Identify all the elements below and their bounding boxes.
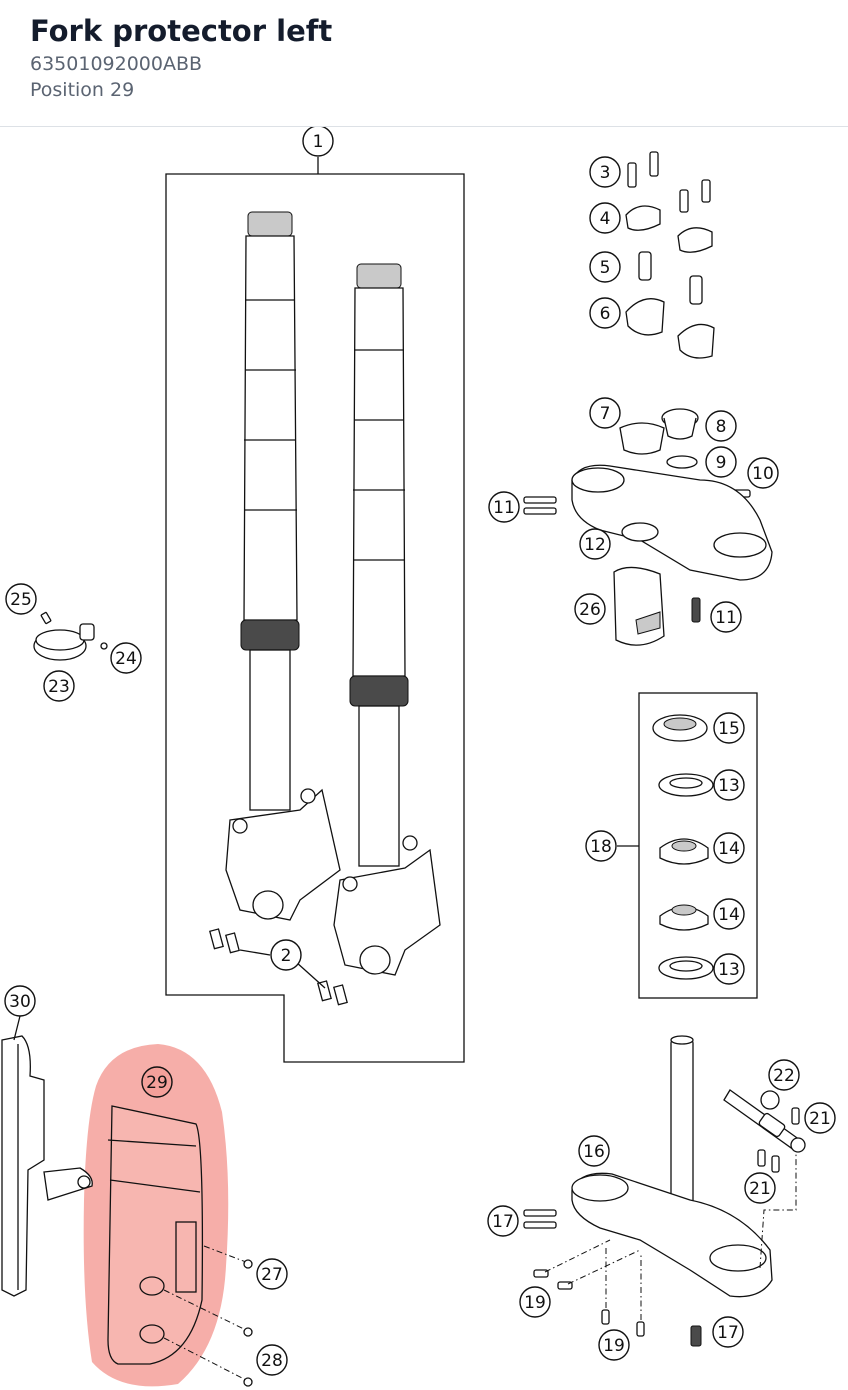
callout-label: 17: [492, 1212, 514, 1232]
callout-label: 8: [716, 417, 727, 437]
fork-guard-bracket: [1, 1035, 93, 1297]
axle-clamp-bolts: [209, 928, 348, 1006]
fork-leg-right: [333, 263, 441, 976]
callout-25[interactable]: 25: [5, 583, 37, 615]
callout-24[interactable]: 24: [110, 642, 142, 674]
callout-2[interactable]: 2: [270, 939, 302, 971]
callout-label: 26: [579, 600, 601, 620]
callout-label: 4: [600, 209, 611, 229]
callout-27[interactable]: 27: [256, 1258, 288, 1290]
lower-triple-clamp: [523, 1035, 773, 1347]
callout-1[interactable]: 1: [302, 127, 334, 157]
exploded-parts-diagram: 1 2 3 4 5 6 7 8 9 10 11 11 12 13 13 14 1…: [1, 127, 836, 1387]
callout-15[interactable]: 15: [713, 712, 745, 744]
callout-label: 30: [9, 992, 31, 1012]
callout-label: 19: [524, 1293, 546, 1313]
callout-13[interactable]: 13: [713, 953, 745, 985]
callout-label: 21: [809, 1109, 831, 1129]
callout-19[interactable]: 19: [598, 1329, 630, 1361]
fork-protector-left[interactable]: [83, 1044, 229, 1387]
callout-13[interactable]: 13: [713, 769, 745, 801]
callout-label: 11: [715, 608, 737, 628]
callout-17[interactable]: 17: [712, 1316, 744, 1348]
callout-label: 5: [600, 258, 611, 278]
handlebar-clamp-parts: [625, 151, 715, 359]
callout-30[interactable]: 30: [4, 985, 36, 1017]
page-header: Fork protector left 63501092000ABB Posit…: [0, 0, 848, 127]
callout-19[interactable]: 19: [519, 1286, 551, 1318]
callout-21[interactable]: 21: [744, 1172, 776, 1204]
steering-damper: [723, 1089, 806, 1173]
callout-label: 7: [600, 404, 611, 424]
part-number: 63501092000ABB: [30, 53, 203, 75]
upper-triple-clamp: [523, 408, 773, 646]
fork-assembly-frame: [165, 173, 465, 1063]
callout-12[interactable]: 12: [579, 528, 611, 560]
callout-label: 2: [281, 946, 292, 966]
callout-label: 19: [603, 1336, 625, 1356]
callout-17[interactable]: 17: [487, 1205, 519, 1237]
callout-7[interactable]: 7: [589, 397, 621, 429]
callout-label: 17: [717, 1323, 739, 1343]
callout-label: 14: [718, 905, 740, 925]
callout-10[interactable]: 10: [747, 457, 779, 489]
callout-22[interactable]: 22: [768, 1059, 800, 1091]
position-label: Position 29: [30, 79, 135, 101]
callout-label: 14: [718, 839, 740, 859]
callout-label: 28: [261, 1351, 283, 1371]
callout-label: 1: [313, 132, 324, 152]
callout-11[interactable]: 11: [488, 491, 520, 523]
callout-11[interactable]: 11: [710, 601, 742, 633]
callout-21[interactable]: 21: [804, 1102, 836, 1134]
callout-label: 9: [716, 453, 727, 473]
callout-label: 13: [718, 776, 740, 796]
callout-28[interactable]: 28: [256, 1344, 288, 1376]
callout-label: 18: [590, 837, 612, 857]
callout-label: 21: [749, 1179, 771, 1199]
callout-label: 24: [115, 649, 137, 669]
callout-16[interactable]: 16: [578, 1135, 610, 1167]
callout-14[interactable]: 14: [713, 832, 745, 864]
callout-label: 27: [261, 1265, 283, 1285]
callout-label: 10: [752, 464, 774, 484]
callout-23[interactable]: 23: [43, 670, 75, 702]
callout-label: 15: [718, 719, 740, 739]
callout-label: 6: [600, 304, 611, 324]
callout-6[interactable]: 6: [589, 297, 621, 329]
callout-label: 16: [583, 1142, 605, 1162]
callout-4[interactable]: 4: [589, 202, 621, 234]
callout-8[interactable]: 8: [705, 410, 737, 442]
hose-clamp: [33, 611, 108, 661]
callout-29[interactable]: 29: [141, 1066, 173, 1098]
callout-label: 3: [600, 163, 611, 183]
steering-bearings: [652, 714, 714, 980]
callout-3[interactable]: 3: [589, 156, 621, 188]
callout-18[interactable]: 18: [585, 830, 617, 862]
callout-label: 22: [773, 1066, 795, 1086]
callout-9[interactable]: 9: [705, 446, 737, 478]
callout-label: 23: [48, 677, 70, 697]
page-title: Fork protector left: [30, 14, 333, 48]
fork-leg-left: [225, 211, 341, 921]
callout-label: 13: [718, 960, 740, 980]
callout-5[interactable]: 5: [589, 251, 621, 283]
callout-label: 25: [10, 590, 32, 610]
callout-label: 11: [493, 498, 515, 518]
callout-14[interactable]: 14: [713, 898, 745, 930]
callout-label: 12: [584, 535, 606, 555]
callout-label: 29: [146, 1073, 168, 1093]
callout-26[interactable]: 26: [574, 593, 606, 625]
